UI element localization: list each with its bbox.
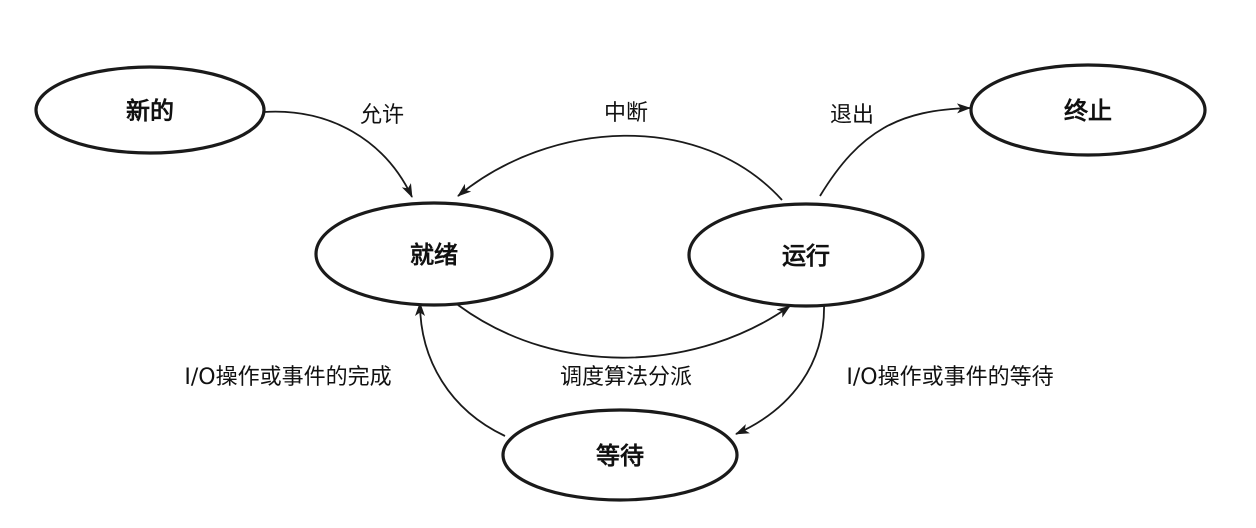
state-waiting-label: 等待: [596, 442, 644, 470]
edge-io-complete: [415, 302, 506, 437]
edge-io-wait-label: I/O操作或事件的等待: [846, 365, 1053, 390]
edge-exit: [819, 103, 971, 197]
state-new-shape: [34, 65, 266, 155]
state-terminated-shape: [969, 63, 1207, 157]
state-waiting-shape: [501, 408, 739, 502]
edge-dispatch-label: 调度算法分派: [560, 365, 692, 390]
state-new-label: 新的: [126, 97, 174, 125]
edge-admit: [263, 110, 413, 198]
edge-io-complete-label: I/O操作或事件的完成: [184, 365, 391, 390]
edge-dispatch: [457, 304, 791, 359]
edge-admit-label: 允许: [360, 103, 404, 128]
state-running-label: 运行: [782, 242, 830, 270]
state-terminated-label: 终止: [1064, 97, 1112, 125]
state-ready-shape: [314, 201, 554, 307]
edge-io-wait: [735, 301, 825, 435]
edge-exit-label: 退出: [830, 103, 874, 128]
edge-interrupt: [457, 134, 783, 201]
state-ready-label: 就绪: [410, 241, 458, 269]
edge-interrupt-label: 中断: [604, 101, 648, 126]
state-running-shape: [687, 202, 925, 308]
